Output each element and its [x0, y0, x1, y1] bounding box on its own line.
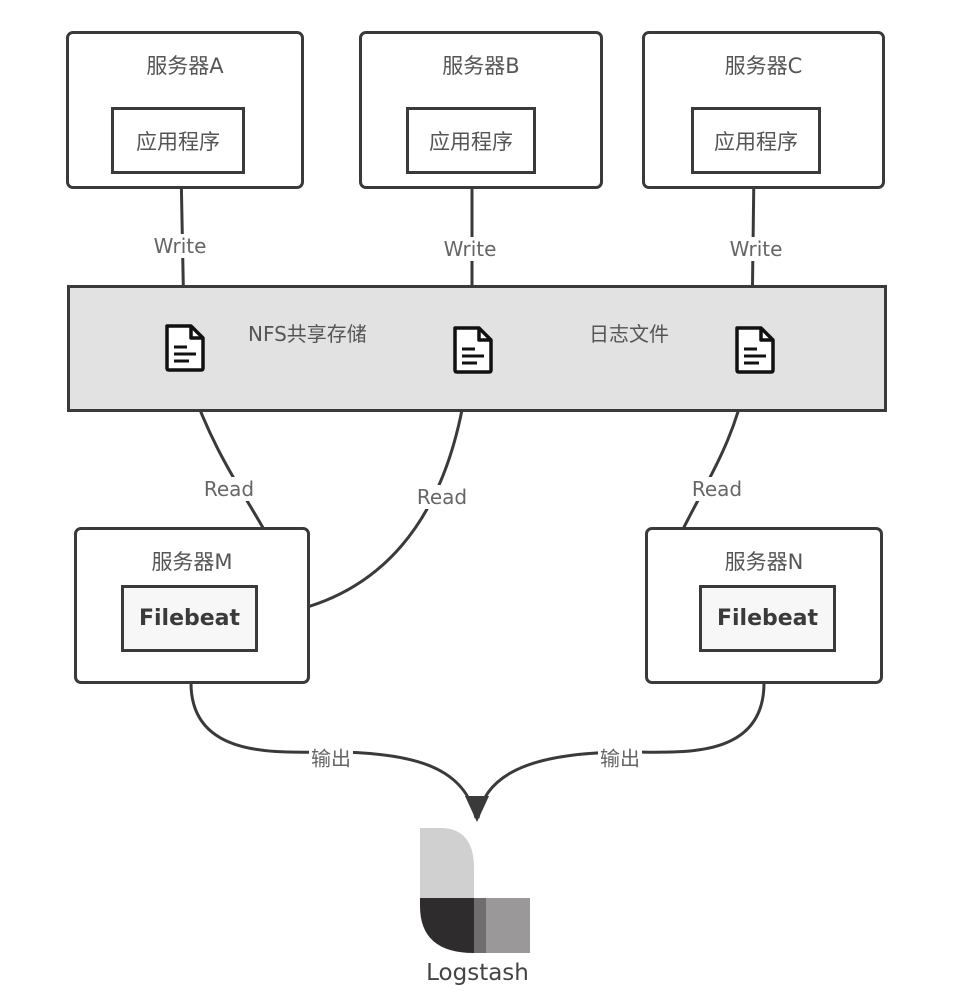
read-label-m-b: Read: [414, 485, 470, 509]
server-b-box[interactable]: 服务器B 应用程序: [359, 31, 603, 189]
document-icon[interactable]: [163, 323, 207, 373]
write-label-c: Write: [727, 237, 785, 261]
read-label-n-c: Read: [689, 477, 745, 501]
server-a-title: 服务器A: [146, 54, 224, 78]
document-icon[interactable]: [733, 325, 777, 375]
write-label-b: Write: [441, 237, 499, 261]
log-files-label: 日志文件: [589, 322, 669, 346]
server-b-app-box[interactable]: 应用程序: [406, 107, 536, 174]
output-arrowhead: [465, 796, 489, 822]
filebeat-m-box[interactable]: Filebeat: [121, 585, 258, 652]
nfs-storage-title: NFS共享存储: [248, 322, 367, 346]
server-a-app-box[interactable]: 应用程序: [111, 107, 245, 174]
server-c-title: 服务器C: [724, 54, 803, 78]
logstash-logo-icon[interactable]: [420, 828, 532, 956]
server-b-title: 服务器B: [442, 54, 520, 78]
read-label-m-a: Read: [201, 477, 257, 501]
server-m-title: 服务器M: [151, 550, 233, 574]
output-label-m: 输出: [309, 742, 353, 772]
server-a-box[interactable]: 服务器A 应用程序: [66, 31, 304, 189]
server-n-title: 服务器N: [724, 550, 804, 574]
logstash-label: Logstash: [426, 960, 529, 986]
filebeat-n-box[interactable]: Filebeat: [699, 585, 836, 652]
server-c-box[interactable]: 服务器C 应用程序: [642, 31, 885, 189]
server-n-box[interactable]: 服务器N Filebeat: [645, 527, 883, 684]
output-label-n: 输出: [598, 742, 642, 772]
server-m-box[interactable]: 服务器M Filebeat: [74, 527, 310, 684]
write-label-a: Write: [151, 234, 209, 258]
server-c-app-box[interactable]: 应用程序: [691, 107, 821, 174]
document-icon[interactable]: [451, 325, 495, 375]
